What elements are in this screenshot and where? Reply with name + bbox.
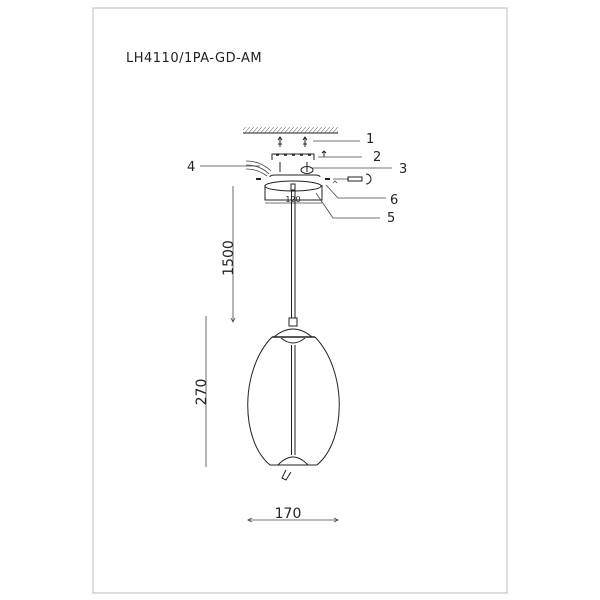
canopy [256, 173, 372, 201]
ceiling-hatch [243, 127, 338, 134]
wires [245, 160, 272, 177]
shade-height-dimension: 270 [194, 379, 210, 406]
model-title: LH4110/1PA-GD-AM [126, 51, 262, 66]
suspension-rod [291, 190, 296, 318]
canopy-dimension: 120 [285, 195, 300, 204]
callout-leaders [200, 140, 392, 219]
callout-6: 6 [390, 193, 398, 208]
cord-dimension-line [230, 186, 236, 323]
mounting-bracket [271, 150, 327, 174]
callout-2: 2 [373, 150, 381, 165]
shade-width-dimension-line [247, 517, 339, 523]
wall-anchors [277, 136, 308, 147]
callout-5: 5 [387, 211, 395, 226]
callout-1: 1 [366, 132, 374, 147]
glass-shade [247, 317, 340, 481]
shade-width-dimension: 170 [275, 506, 302, 522]
drawing-frame [92, 7, 508, 594]
callout-3: 3 [399, 162, 407, 177]
callout-4: 4 [187, 160, 195, 175]
cord-dimension: 1500 [221, 240, 237, 276]
